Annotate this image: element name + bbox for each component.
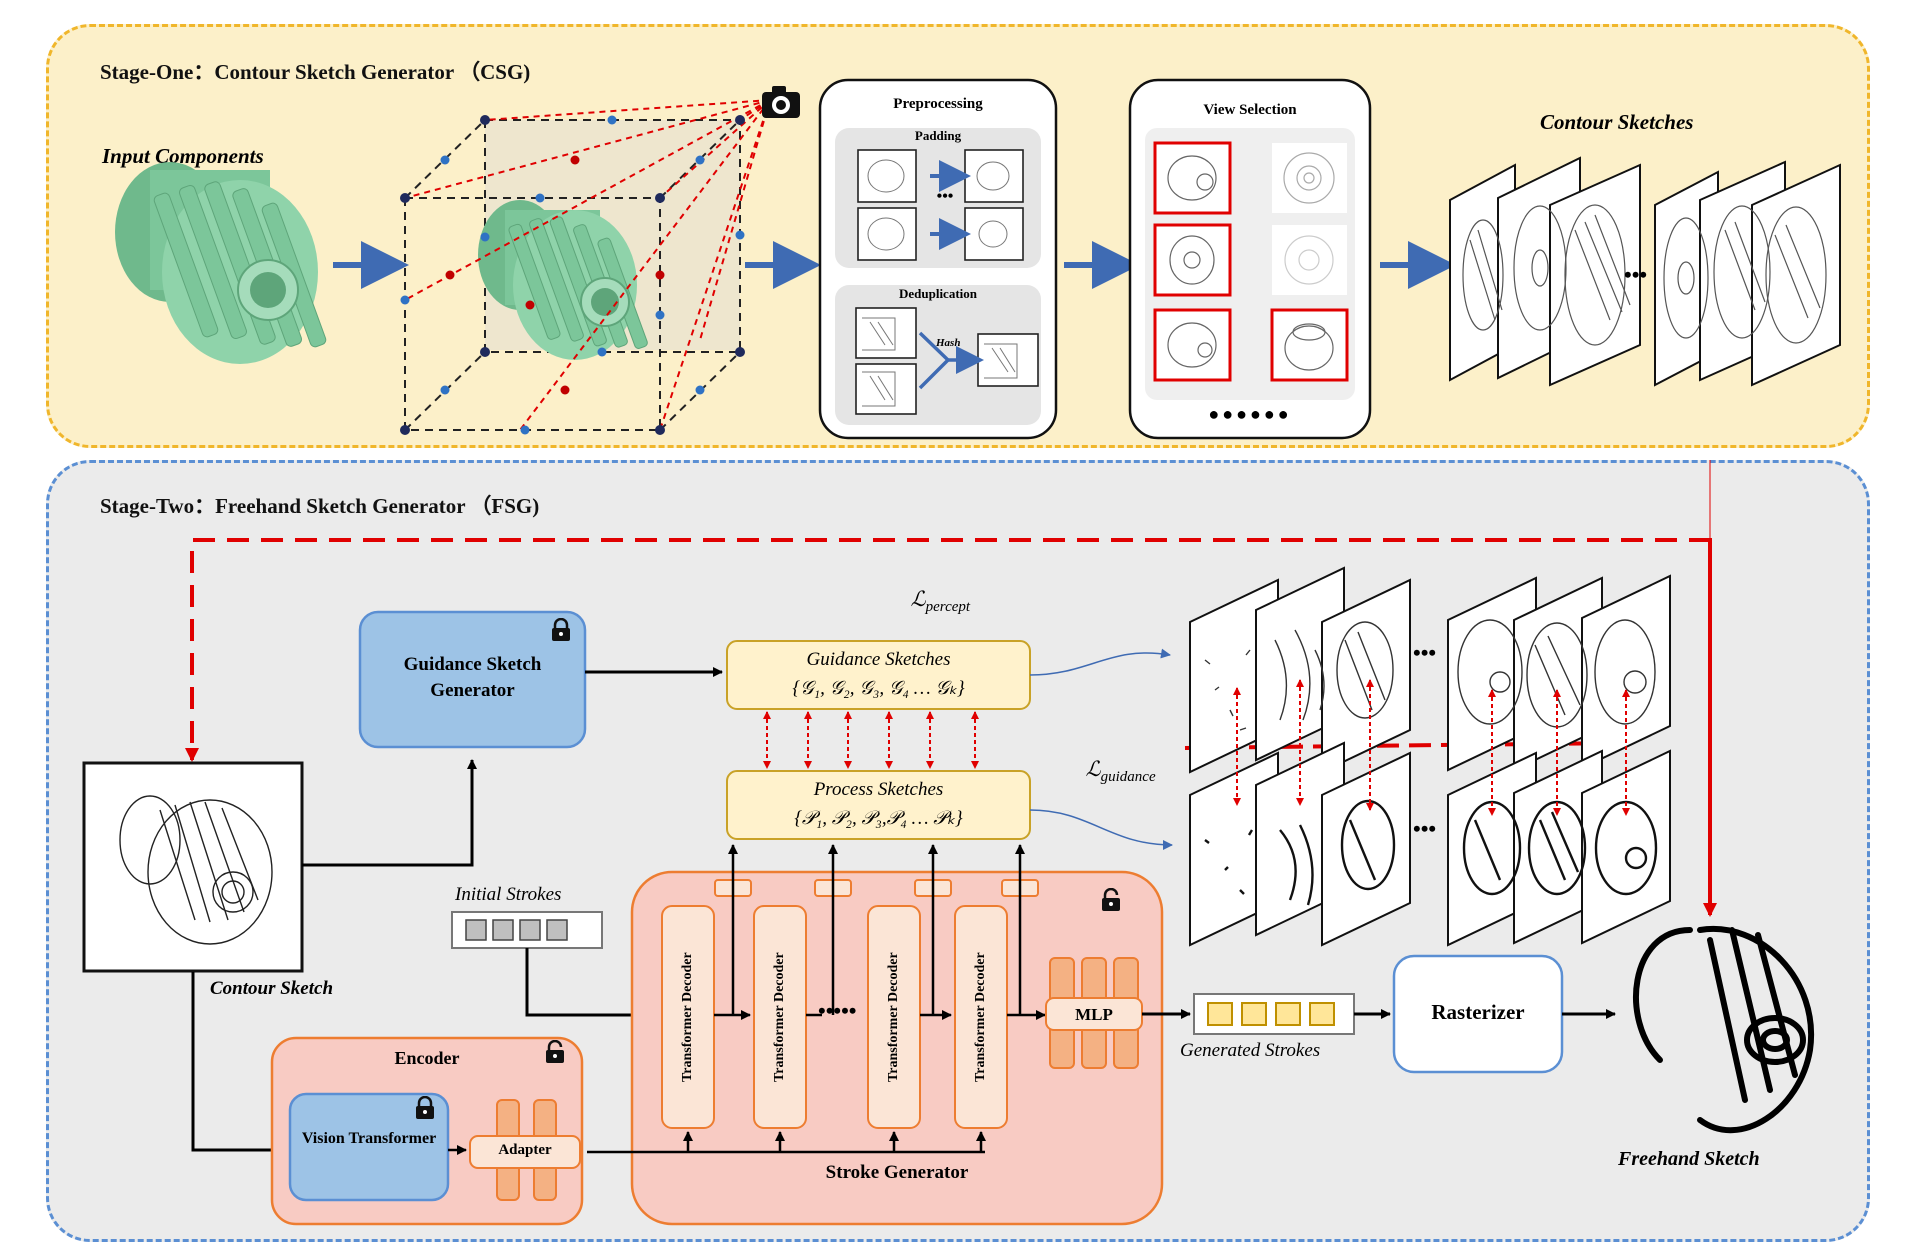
view-selection-panel [1128, 78, 1372, 440]
lock-icon-guidance-generator [552, 618, 570, 641]
contour-sketch-image [82, 761, 304, 973]
guidance-stack-ellipsis: ••• [1413, 640, 1437, 665]
contour-sketch-cards [1449, 156, 1841, 387]
decoder-columns [661, 905, 1008, 1129]
camera-icon [762, 86, 800, 118]
stage-one-graphics [115, 78, 1841, 440]
mlp-label: MLP [1075, 1005, 1113, 1024]
preprocessing-title: Preprocessing [893, 96, 983, 112]
process-sketches-title: Process Sketches [813, 779, 944, 800]
transformer-decoder-4: Transformer Decoder [973, 952, 988, 1082]
view-selection-title: View Selection [1203, 102, 1297, 118]
transformer-decoder-2: Transformer Decoder [772, 952, 787, 1082]
guidance-generator-label: Guidance Sketch Generator [403, 654, 542, 701]
hash-label: Hash [936, 337, 961, 349]
input-gear-image [115, 162, 327, 364]
contour-sketch-label: Contour Sketch [210, 978, 334, 999]
guidance-loss-arrows [1233, 679, 1630, 816]
lock-icon-vision-transformer [416, 1096, 434, 1119]
stage-two-graphics [82, 460, 1815, 1226]
percept-loss-label: ℒpercept [910, 587, 971, 616]
contour-sketch-strokes [1462, 204, 1827, 346]
contour-sketches-ellipsis: ••• [1624, 262, 1648, 287]
unlock-icon-stroke-generator [1102, 888, 1120, 911]
adapter-block [469, 1099, 581, 1201]
preprocessing-panel [818, 78, 1058, 440]
padding-ellipsis: ••• [936, 188, 954, 205]
stroke-generator-label: Stroke Generator [825, 1162, 969, 1183]
stage-two-title: Stage-Two：Freehand Sketch Generator （FSG… [100, 494, 540, 518]
process-sketch-stack [1189, 741, 1671, 947]
rasterizer-label: Rasterizer [1431, 1000, 1525, 1024]
encoder-title: Encoder [394, 1048, 460, 1068]
unlock-icon-encoder [546, 1040, 564, 1063]
generated-strokes-label: Generated Strokes [1180, 1040, 1321, 1061]
generated-strokes-box [1193, 993, 1355, 1035]
transformer-decoder-3: Transformer Decoder [886, 952, 901, 1082]
guidance-process-links [763, 711, 979, 769]
adapter-label: Adapter [498, 1142, 552, 1158]
freehand-sketch-image [1633, 925, 1815, 1134]
freehand-sketch-label: Freehand Sketch [1618, 1148, 1760, 1170]
contour-sketches-label: Contour Sketches [1540, 110, 1694, 134]
guidance-sketches-set: {𝒢₁, 𝒢₂, 𝒢₃, 𝒢₄ … 𝒢ₖ} [792, 678, 965, 699]
guidance-sketches-title: Guidance Sketches [806, 649, 951, 670]
process-sketches-set: {𝒫₁, 𝒫₂, 𝒫₃,𝒫₄ … 𝒫ₖ} [794, 808, 963, 829]
stage-one-title: Stage-One：Contour Sketch Generator （CSG) [100, 60, 531, 84]
view-selection-ellipsis: ●●●●●● [1208, 404, 1292, 424]
guidance-generator-box [358, 610, 587, 749]
deduplication-label: Deduplication [898, 286, 977, 301]
guidance-sketch-stack [1189, 566, 1671, 774]
camera-view-cube [400, 99, 771, 435]
vision-transformer-label: Vision Transformer [301, 1130, 437, 1147]
decoder-ellipsis: ••••• [818, 998, 857, 1023]
process-stack-ellipsis: ••• [1413, 816, 1437, 841]
guidance-sketch-strokes [1204, 619, 1656, 731]
guidance-loss-label: ℒguidance [1085, 757, 1156, 786]
mlp-block [1045, 957, 1143, 1069]
process-sketches-box [726, 770, 1031, 840]
transformer-decoder-1: Transformer Decoder [680, 952, 695, 1082]
padding-label: Padding [914, 128, 962, 143]
vision-transformer-box [288, 1092, 450, 1202]
process-sketch-strokes [1204, 799, 1658, 906]
initial-strokes-label: Initial Strokes [455, 884, 562, 905]
initial-strokes-box [451, 911, 603, 949]
